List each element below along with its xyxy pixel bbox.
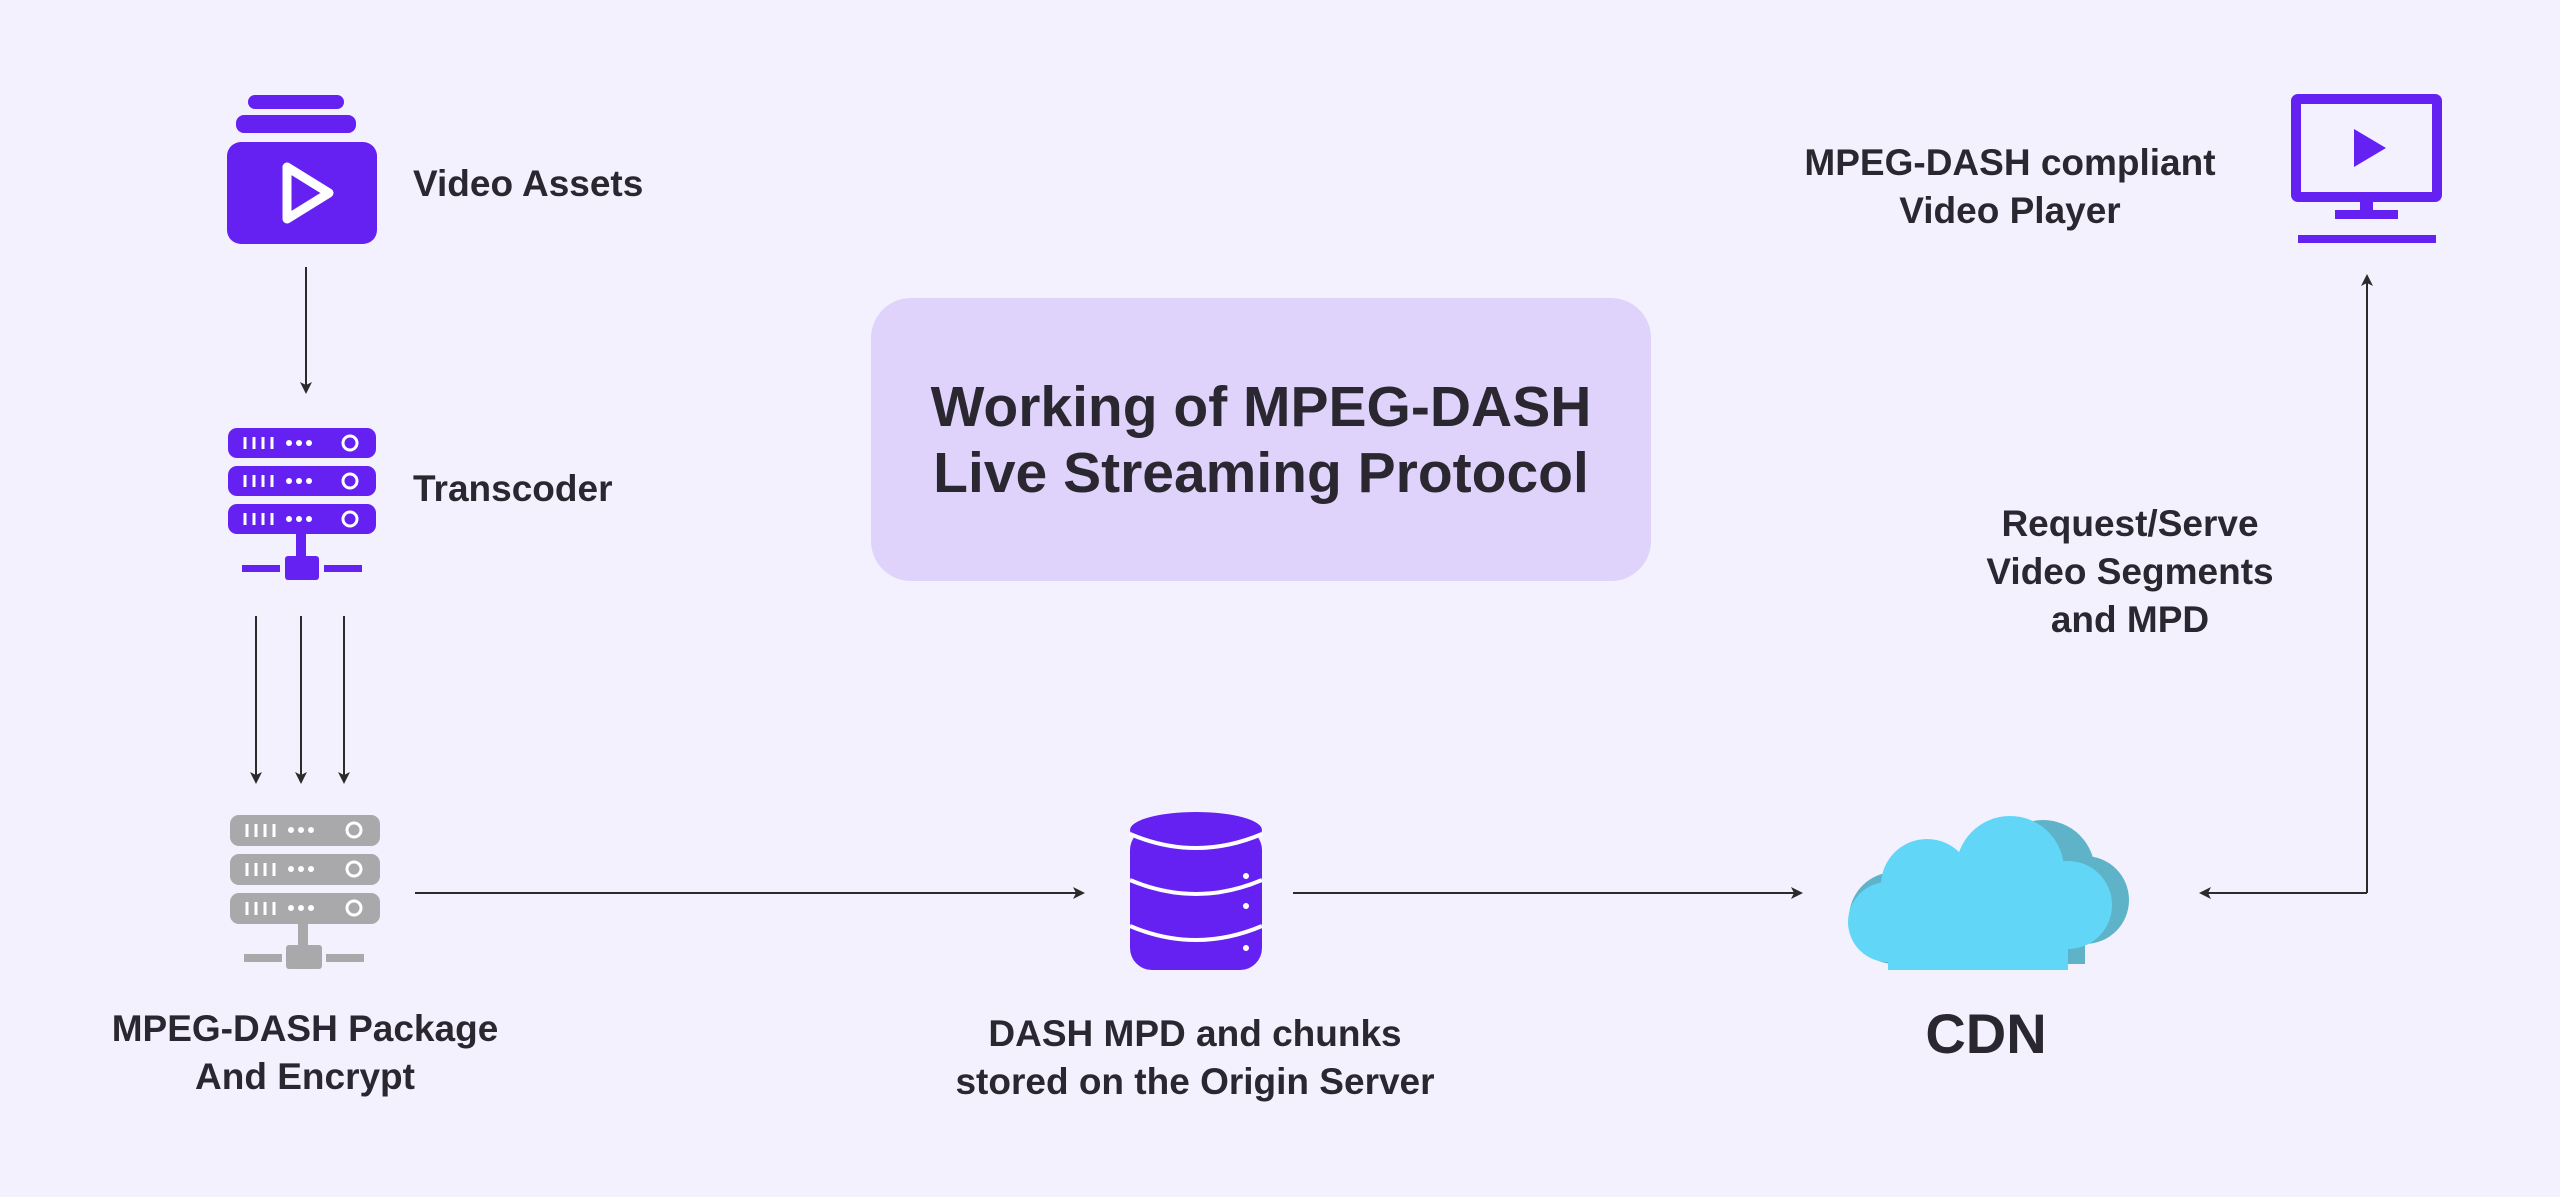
video-library-icon: [227, 95, 377, 244]
server-rack-icon: [228, 428, 376, 580]
label-line: Video Segments: [1986, 551, 2274, 592]
player-label: MPEG-DASH compliant Video Player: [1740, 139, 2280, 235]
label-line: Request/Serve: [2001, 503, 2259, 544]
server-rack-icon: [230, 815, 380, 969]
database-icon: [1129, 812, 1263, 970]
cdn-label: CDN: [1925, 1002, 2047, 1065]
label-line: Video Player: [1899, 190, 2121, 231]
title-line: Live Streaming Protocol: [933, 440, 1589, 505]
label-line: stored on the Origin Server: [955, 1061, 1435, 1102]
title-line: Working of MPEG-DASH: [930, 374, 1592, 439]
packager-label: MPEG-DASH Package And Encrypt: [90, 1005, 520, 1101]
diagram-title: Working of MPEG-DASH Live Streaming Prot…: [931, 374, 1592, 506]
cloud-icon: [1848, 816, 2129, 970]
video-assets-label: Video Assets: [413, 163, 644, 204]
title-box: Working of MPEG-DASH Live Streaming Prot…: [871, 298, 1651, 581]
label-line: DASH MPD and chunks: [988, 1013, 1402, 1054]
label-line: and MPD: [2050, 599, 2210, 640]
origin-label: DASH MPD and chunks stored on the Origin…: [900, 1010, 1490, 1106]
edge-label-request-serve: Request/Serve Video Segments and MPD: [1880, 500, 2380, 644]
label-line: And Encrypt: [195, 1056, 415, 1097]
transcoder-label: Transcoder: [413, 468, 613, 509]
monitor-play-icon: [2291, 94, 2442, 243]
label-line: MPEG-DASH compliant: [1804, 142, 2216, 183]
label-line: MPEG-DASH Package: [111, 1008, 499, 1049]
flow-arrows: [250, 267, 2373, 899]
